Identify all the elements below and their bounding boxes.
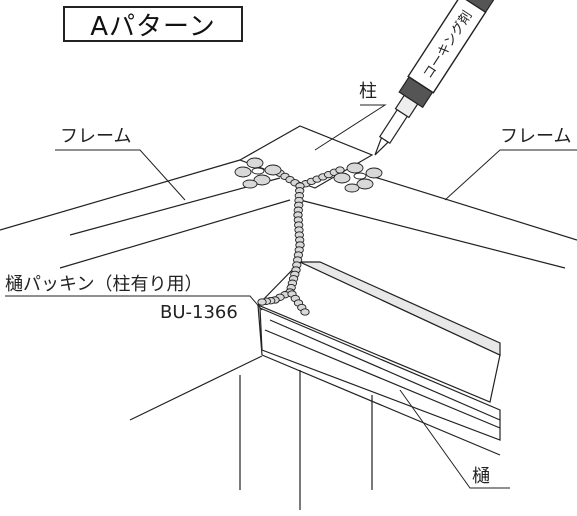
caulking-gun: コーキング剤 <box>374 0 499 156</box>
caulking-rosette-right <box>333 162 383 193</box>
caulking-rosette-left <box>234 157 282 189</box>
support-lines <box>129 355 373 510</box>
leader-lines <box>5 104 577 489</box>
label-part-number: BU-1366 <box>160 302 238 323</box>
label-frame-left: フレーム <box>60 126 131 147</box>
gutter <box>256 261 501 456</box>
frame-right <box>299 174 577 269</box>
label-pillar: 柱 <box>359 81 377 102</box>
label-frame-right: フレーム <box>500 126 571 147</box>
label-gutter: 樋 <box>472 466 490 487</box>
label-gutter-packing: 樋パッキン（柱有り用） <box>5 274 202 295</box>
caulking-bead-dot <box>335 166 345 174</box>
caulking-bead-dot <box>300 308 310 316</box>
diagram-title: Aパターン <box>90 11 216 42</box>
frame-left <box>0 159 291 269</box>
caulking-bead-dot <box>257 298 267 306</box>
title-box: Aパターン <box>63 6 243 42</box>
